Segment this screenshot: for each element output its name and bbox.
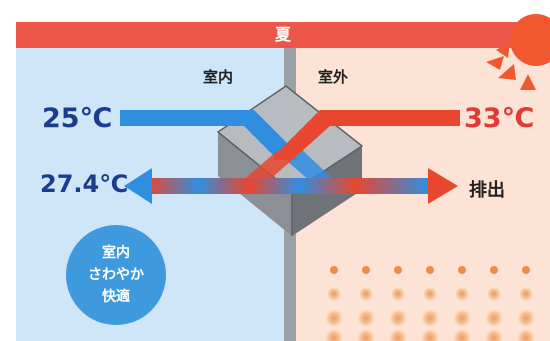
supply-exhaust-arrow (124, 168, 458, 204)
supply-temperature: 27.4℃ (40, 170, 129, 198)
comfort-line-3: 快適 (102, 289, 130, 305)
sun-icon (486, 14, 550, 90)
comfort-line-2: さわやか (88, 267, 144, 283)
indoor-intake-temperature: 25℃ (42, 103, 113, 134)
outdoor-label: 室外 (318, 68, 349, 86)
outdoor-temperature: 33℃ (464, 103, 535, 134)
comfort-line-1: 室内 (102, 245, 130, 261)
indoor-label: 室内 (203, 68, 234, 86)
season-banner: 夏 (16, 22, 550, 48)
heat-dot-pattern (324, 266, 536, 341)
exhaust-label: 排出 (469, 180, 505, 201)
comfort-badge: 室内 さわやか 快適 (66, 225, 166, 325)
season-title: 夏 (274, 25, 291, 44)
